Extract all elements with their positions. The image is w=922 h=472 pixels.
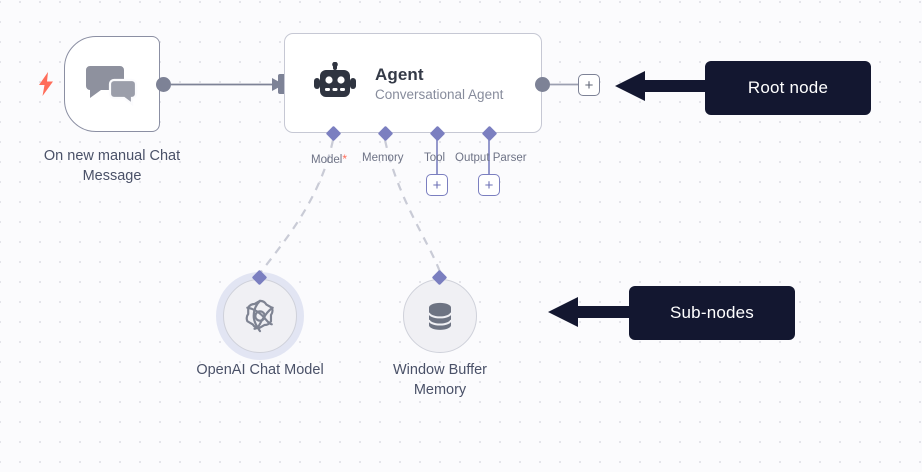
agent-title: Agent bbox=[375, 64, 424, 84]
required-asterisk: * bbox=[342, 152, 347, 166]
node-caption-openai-chat-model: OpenAI Chat Model bbox=[196, 362, 324, 378]
trigger-output-port[interactable] bbox=[156, 77, 171, 92]
add-node-button-output-parser[interactable]: + bbox=[478, 174, 500, 196]
node-caption-chat-trigger: On new manual Chat Message bbox=[43, 148, 181, 184]
node-caption-window-buffer-memory: Window Buffer Memory bbox=[392, 362, 488, 398]
agent-port-label-output-parser: Output Parser bbox=[455, 152, 527, 164]
robot-icon bbox=[313, 61, 357, 105]
agent-port-label-tool: Tool bbox=[424, 152, 446, 164]
node-chat-trigger[interactable] bbox=[64, 36, 160, 132]
node-agent[interactable]: Agent Conversational Agent bbox=[284, 33, 542, 133]
annotation-root-node: Root node bbox=[705, 61, 871, 115]
add-node-button-main-output[interactable]: + bbox=[578, 74, 600, 96]
openai-logo-icon bbox=[245, 299, 274, 333]
node-openai-chat-model[interactable] bbox=[223, 279, 297, 353]
node-window-buffer-memory[interactable] bbox=[403, 279, 477, 353]
sub-nodes-arrow-icon bbox=[548, 297, 648, 327]
annotation-sub-nodes: Sub-nodes bbox=[629, 286, 795, 340]
agent-port-label-memory: Memory bbox=[362, 152, 404, 164]
add-node-button-tool[interactable]: + bbox=[426, 174, 448, 196]
agent-output-port[interactable] bbox=[535, 77, 550, 92]
database-icon bbox=[428, 302, 452, 330]
root-node-arrow-icon bbox=[615, 71, 725, 101]
chat-bubbles-icon bbox=[86, 66, 138, 106]
lightning-bolt-icon bbox=[38, 72, 56, 96]
agent-subtitle: Conversational Agent bbox=[375, 86, 504, 102]
agent-input-port[interactable] bbox=[278, 74, 287, 94]
agent-port-label-model: Model* bbox=[311, 152, 347, 166]
agent-port-label-model-text: Model bbox=[311, 154, 343, 166]
